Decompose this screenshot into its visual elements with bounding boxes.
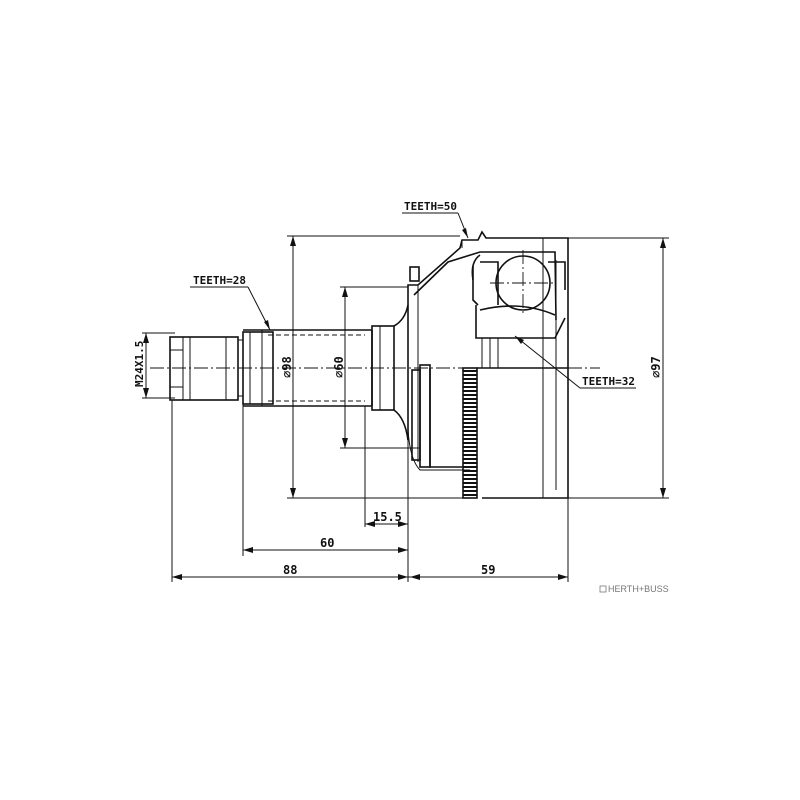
abs-tooth bbox=[463, 442, 477, 444]
abs-tooth bbox=[463, 394, 477, 396]
thread-size-label: M24X1.5 bbox=[133, 341, 146, 387]
abs-tooth bbox=[463, 374, 477, 376]
abs-tooth bbox=[463, 438, 477, 440]
herth-buss-logo-icon bbox=[599, 585, 607, 593]
abs-tooth bbox=[463, 450, 477, 452]
dimension-lines bbox=[142, 235, 669, 582]
abs-tooth bbox=[463, 466, 477, 468]
abs-tooth bbox=[463, 370, 477, 372]
dimension-len-60: 60 bbox=[320, 536, 334, 550]
leader-lines bbox=[190, 212, 636, 389]
abs-tooth bbox=[463, 478, 477, 480]
abs-tooth bbox=[463, 462, 477, 464]
shaft-teeth-label: TEETH=28 bbox=[193, 274, 246, 287]
outer-bell-housing bbox=[407, 230, 569, 499]
abs-tooth bbox=[463, 486, 477, 488]
abs-tooth bbox=[463, 482, 477, 484]
brand-mark: HERTH+BUSS bbox=[599, 584, 669, 594]
abs-tooth bbox=[463, 390, 477, 392]
dimension-len-15-5: 15.5 bbox=[373, 510, 402, 524]
abs-tooth bbox=[463, 382, 477, 384]
abs-ring-teeth bbox=[463, 370, 477, 496]
abs-tooth bbox=[463, 454, 477, 456]
abs-tooth bbox=[463, 386, 477, 388]
ball-cage bbox=[475, 250, 566, 368]
dimension-dia-97: ⌀97 bbox=[649, 356, 663, 378]
dimension-dia-98: ⌀98 bbox=[280, 356, 294, 378]
abs-tone-ring bbox=[411, 364, 568, 499]
abs-tooth bbox=[463, 458, 477, 460]
abs-tooth bbox=[463, 494, 477, 496]
abs-tooth bbox=[463, 434, 477, 436]
abs-tooth bbox=[463, 398, 477, 400]
abs-tooth bbox=[463, 446, 477, 448]
abs-tooth bbox=[463, 378, 477, 380]
abs-tooth bbox=[463, 430, 477, 432]
dimension-len-88: 88 bbox=[283, 563, 297, 577]
abs-tooth bbox=[463, 470, 477, 472]
abs-tooth bbox=[463, 414, 477, 416]
brand-name: HERTH+BUSS bbox=[608, 584, 669, 594]
abs-tooth bbox=[463, 490, 477, 492]
abs-tooth bbox=[463, 402, 477, 404]
abs-tooth bbox=[463, 474, 477, 476]
inner-teeth-label: TEETH=32 bbox=[582, 375, 635, 388]
dimension-dia-60: ⌀60 bbox=[332, 356, 346, 378]
threaded-stub bbox=[169, 331, 274, 405]
abs-tooth bbox=[463, 418, 477, 420]
dimension-len-59: 59 bbox=[481, 563, 495, 577]
abs-tooth bbox=[463, 426, 477, 428]
outer-teeth-label: TEETH=50 bbox=[404, 200, 457, 213]
abs-tooth bbox=[463, 422, 477, 424]
abs-tooth bbox=[463, 406, 477, 408]
abs-tooth bbox=[463, 410, 477, 412]
